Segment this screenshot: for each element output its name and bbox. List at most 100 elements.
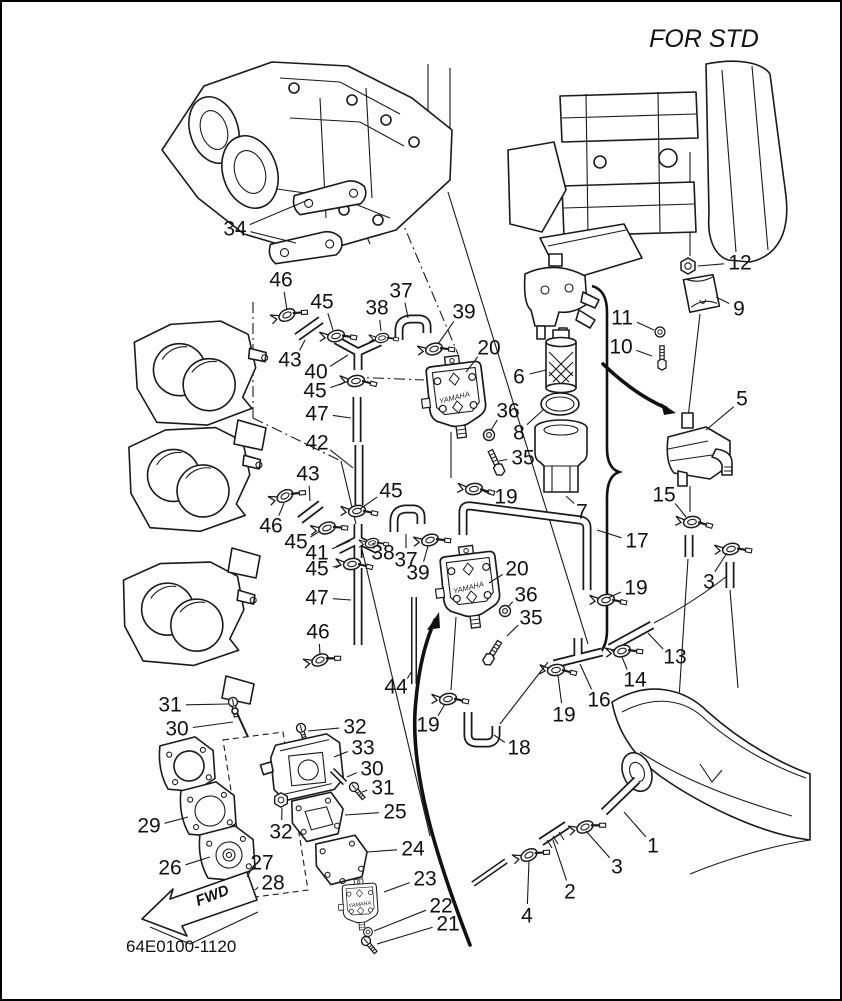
part-number-36: 36 [514, 584, 537, 607]
part-number-10: 10 [609, 336, 632, 359]
gasket-plates-34 [268, 180, 367, 265]
part-number-29: 29 [137, 815, 160, 838]
callout-30: 30 [165, 718, 234, 741]
part-number-7: 7 [576, 501, 588, 524]
callout-30: 30 [346, 758, 384, 781]
part-number-19: 19 [552, 704, 575, 727]
callout-44: 44 [384, 670, 413, 699]
part-number-30: 30 [165, 718, 188, 741]
callout-31: 31 [361, 777, 395, 800]
filter-element-6 [545, 329, 577, 394]
part-number-18: 18 [507, 737, 530, 760]
crankcase-assembly [161, 61, 453, 255]
part-number-47: 47 [305, 587, 328, 610]
callout-43: 43 [296, 463, 320, 502]
pump-hose-lines [450, 616, 549, 725]
grouping-brace [591, 284, 624, 660]
washer-11 [654, 326, 666, 338]
callout-28: 28 [254, 872, 285, 895]
part-number-45: 45 [379, 480, 402, 503]
part-number-15: 15 [652, 484, 675, 507]
fuel-hose-network-upper [294, 314, 432, 505]
part-number-37: 37 [389, 280, 412, 303]
part-number-11: 11 [611, 307, 633, 330]
callout-39: 39 [437, 301, 476, 345]
part-number-47: 47 [305, 403, 328, 426]
part-number-1: 1 [647, 835, 659, 858]
part-number-13: 13 [663, 646, 686, 669]
part-number-35: 35 [511, 447, 534, 470]
part-number-2: 2 [564, 881, 576, 904]
part-number-33: 33 [351, 737, 374, 760]
diaphragm-26 [198, 825, 256, 882]
callout-6: 6 [513, 366, 547, 389]
part-number-32: 32 [269, 821, 292, 844]
part-number-3: 3 [703, 571, 715, 594]
part-number-27: 27 [250, 852, 273, 875]
hose-stub-2 [471, 858, 508, 887]
callout-45: 45 [284, 531, 321, 554]
bracket-assembly [507, 60, 788, 283]
callout-35: 35 [506, 607, 543, 637]
callout-19: 19 [607, 577, 648, 600]
o-ring-8 [540, 392, 580, 416]
callout-46: 46 [259, 502, 285, 538]
drawing-code: 64E0100-1120 [126, 937, 236, 956]
part-number-37: 37 [394, 549, 417, 572]
callout-36: 36 [507, 584, 538, 608]
callout-37: 37 [394, 534, 418, 572]
fuel-filter-assembly [523, 253, 624, 660]
hose-15-stub [677, 535, 694, 715]
part-number-19: 19 [494, 486, 517, 509]
callout-47: 47 [305, 403, 352, 426]
cover-plate [158, 736, 216, 793]
part-number-31: 31 [158, 694, 181, 717]
callout-27: 27 [246, 852, 274, 878]
nut-12 [680, 257, 696, 275]
pump-brand-label-small: YAMAHA [348, 900, 372, 909]
part-number-39: 39 [452, 301, 475, 324]
part-number-12: 12 [728, 252, 751, 275]
callout-22: 22 [373, 895, 453, 932]
callout-19: 19 [416, 703, 446, 737]
part-number-46: 46 [306, 621, 329, 644]
callout-45: 45 [305, 558, 342, 581]
part-number-41: 41 [305, 542, 328, 565]
part-number-45: 45 [310, 291, 333, 314]
callout-46: 46 [269, 269, 293, 311]
part-number-25: 25 [383, 801, 406, 824]
part-number-17: 17 [625, 530, 648, 553]
callout-16: 16 [579, 663, 611, 712]
callout-38: 38 [365, 297, 389, 332]
washer-22 [363, 927, 373, 937]
part-number-3: 3 [611, 856, 623, 879]
callout-35: 35 [498, 447, 535, 470]
part-number-43: 43 [278, 349, 301, 372]
part-number-30: 30 [360, 758, 383, 781]
callout-45: 45 [310, 291, 334, 331]
part-number-9: 9 [733, 298, 745, 321]
nut-32b [274, 792, 288, 808]
callout-3: 3 [585, 830, 623, 879]
callout-38: 38 [371, 542, 394, 565]
part-number-46: 46 [269, 269, 292, 292]
part-number-28: 28 [261, 872, 284, 895]
callout-31: 31 [158, 694, 229, 717]
plate-25 [290, 791, 344, 843]
elbow-18 [463, 712, 501, 748]
part-number-21: 21 [436, 913, 459, 936]
callout-18: 18 [493, 734, 531, 760]
callout-21: 21 [376, 913, 460, 945]
callout-1: 1 [623, 811, 659, 858]
callout-32: 32 [307, 716, 367, 739]
part-number-35: 35 [519, 607, 542, 630]
callout-45: 45 [359, 480, 403, 510]
part-number-45: 45 [303, 380, 326, 403]
callout-23: 23 [383, 868, 437, 893]
part-number-36: 36 [496, 400, 519, 423]
callout-43: 43 [278, 339, 306, 372]
part-number-19: 19 [624, 577, 647, 600]
part-number-6: 6 [513, 366, 525, 389]
joint-2 [538, 821, 570, 849]
callout-13: 13 [647, 632, 687, 669]
